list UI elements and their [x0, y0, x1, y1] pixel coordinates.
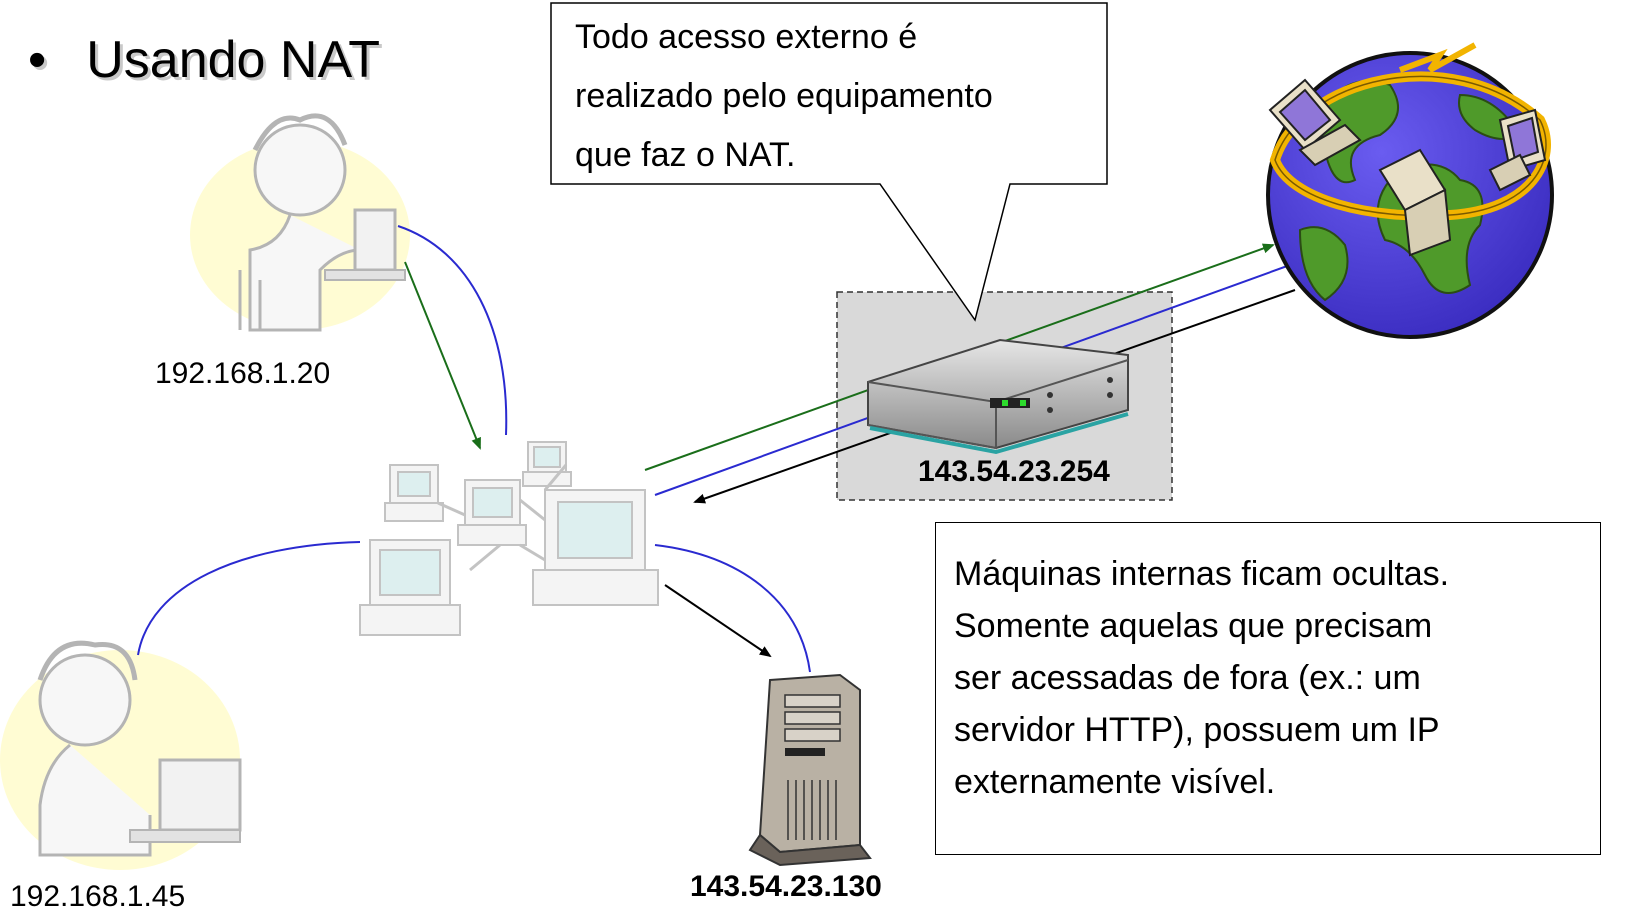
note-line: ser acessadas de fora (ex.: um — [954, 659, 1421, 697]
user-bottom-ip-label: 192.168.1.45 — [10, 880, 186, 913]
router-ip-label: 143.54.23.254 — [918, 455, 1110, 488]
callout-line: realizado pelo equipamento — [575, 77, 993, 115]
callout-line: Todo acesso externo é — [575, 18, 918, 56]
note-text: Máquinas internas ficam ocultas. Somente… — [954, 548, 1594, 808]
note-line: externamente visível. — [954, 763, 1276, 801]
server-ip-label: 143.54.23.130 — [690, 870, 882, 903]
user-top-ip-label: 192.168.1.20 — [155, 357, 331, 390]
user-bottom-icon — [0, 640, 242, 870]
lan-computers-icon — [359, 441, 659, 636]
callout-text: Todo acesso externo é realizado pelo equ… — [575, 8, 1075, 185]
title-text: Usando NAT — [86, 31, 381, 89]
title-bullet: • — [28, 31, 47, 89]
note-line: Máquinas internas ficam ocultas. — [954, 555, 1450, 593]
link-server — [654, 544, 811, 673]
note-box — [935, 522, 1601, 855]
arrow-lan-to-server — [664, 584, 772, 658]
internet-globe-icon — [1266, 42, 1554, 339]
link-user-top — [397, 225, 508, 436]
note-line: Somente aquelas que precisam — [954, 607, 1433, 645]
note-line: servidor HTTP), possuem um IP — [954, 711, 1440, 749]
link-user-bottom — [137, 541, 361, 656]
callout-line: que faz o NAT. — [575, 136, 796, 174]
user-top-icon — [190, 113, 410, 332]
slide-title: • Usando NAT — [28, 30, 380, 90]
arrow-user-to-lan — [404, 261, 481, 450]
nat-router-icon — [867, 338, 1129, 455]
callout-bubble — [550, 2, 1108, 322]
server-icon — [748, 673, 872, 867]
